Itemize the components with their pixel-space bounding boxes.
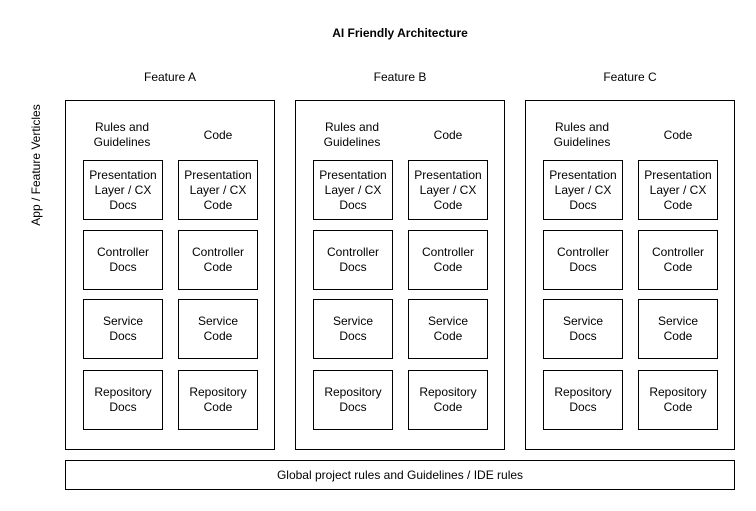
feature-a-column: Feature A Rules and Guidelines Code Pres… bbox=[65, 60, 275, 450]
rules-guidelines-header: Rules and Guidelines bbox=[93, 120, 151, 149]
feature-a-container bbox=[65, 100, 275, 450]
global-rules-bar: Global project rules and Guidelines / ID… bbox=[65, 460, 735, 490]
repository-docs-box: Repository Docs bbox=[543, 370, 623, 430]
code-header: Code bbox=[203, 127, 233, 142]
repository-code-box: Repository Code bbox=[638, 370, 718, 430]
presentation-code-box: Presentation Layer / CX Code bbox=[638, 160, 718, 220]
presentation-docs-box: Presentation Layer / CX Docs bbox=[313, 160, 393, 220]
repository-docs-box: Repository Docs bbox=[83, 370, 163, 430]
presentation-docs-box: Presentation Layer / CX Docs bbox=[83, 160, 163, 220]
service-code-box: Service Code bbox=[408, 299, 488, 359]
controller-docs-box: Controller Docs bbox=[83, 230, 163, 290]
presentation-code-box: Presentation Layer / CX Code bbox=[178, 160, 258, 220]
code-header: Code bbox=[663, 127, 693, 142]
service-docs-box: Service Docs bbox=[83, 299, 163, 359]
feature-title: Feature B bbox=[373, 70, 427, 84]
repository-docs-box: Repository Docs bbox=[313, 370, 393, 430]
controller-code-box: Controller Code bbox=[638, 230, 718, 290]
controller-docs-box: Controller Docs bbox=[543, 230, 623, 290]
feature-title: Feature C bbox=[603, 70, 657, 84]
diagram-title: AI Friendly Architecture bbox=[332, 26, 468, 40]
rules-guidelines-header: Rules and Guidelines bbox=[323, 120, 381, 149]
rules-guidelines-header: Rules and Guidelines bbox=[553, 120, 611, 149]
feature-c-container bbox=[525, 100, 735, 450]
repository-code-box: Repository Code bbox=[408, 370, 488, 430]
service-code-box: Service Code bbox=[178, 299, 258, 359]
controller-code-box: Controller Code bbox=[178, 230, 258, 290]
feature-b-column: Feature B Rules and Guidelines Code Pres… bbox=[295, 60, 505, 450]
presentation-docs-box: Presentation Layer / CX Docs bbox=[543, 160, 623, 220]
feature-b-container bbox=[295, 100, 505, 450]
service-code-box: Service Code bbox=[638, 299, 718, 359]
controller-code-box: Controller Code bbox=[408, 230, 488, 290]
code-header: Code bbox=[433, 127, 463, 142]
global-rules-label: Global project rules and Guidelines / ID… bbox=[276, 468, 524, 482]
repository-code-box: Repository Code bbox=[178, 370, 258, 430]
feature-c-column: Feature C Rules and Guidelines Code Pres… bbox=[525, 60, 735, 450]
feature-title: Feature A bbox=[143, 70, 197, 84]
service-docs-box: Service Docs bbox=[543, 299, 623, 359]
service-docs-box: Service Docs bbox=[313, 299, 393, 359]
presentation-code-box: Presentation Layer / CX Code bbox=[408, 160, 488, 220]
vertical-axis-label-text: App / Feature Verticles bbox=[29, 104, 43, 226]
controller-docs-box: Controller Docs bbox=[313, 230, 393, 290]
